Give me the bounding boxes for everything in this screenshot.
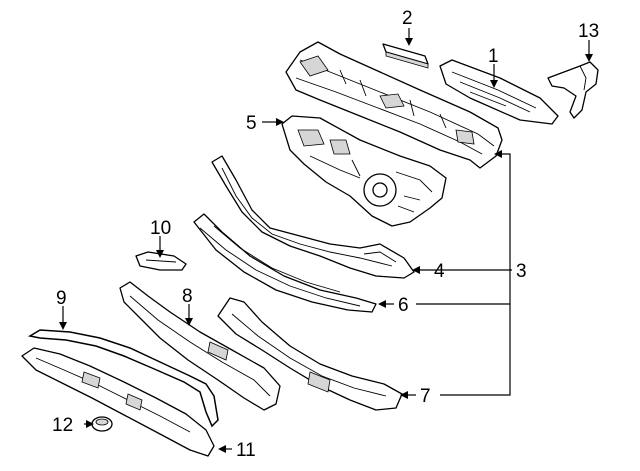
leader-arrowheads (59, 38, 593, 453)
callout-4: 4 (434, 261, 445, 282)
callout-5: 5 (246, 113, 257, 134)
part-4-side-trim (211, 155, 415, 279)
callout-9: 9 (56, 288, 67, 309)
part-9-seal-wire (27, 329, 219, 428)
callout-13: 13 (578, 21, 599, 42)
part-6-cowl-seal (193, 213, 377, 313)
part-5-dash-insulator (281, 115, 447, 227)
part-8-lower-panel (119, 281, 281, 411)
part-13-bracket (547, 61, 599, 119)
part-3-cowl-assembly (285, 41, 503, 169)
part-1-cowl-panel (439, 59, 559, 125)
part-2-insulator (382, 43, 429, 69)
part-11-dash-trim (21, 347, 215, 457)
callout-8: 8 (182, 286, 193, 307)
callout-7: 7 (420, 386, 431, 407)
callout-3: 3 (516, 261, 527, 282)
callout-2: 2 (402, 8, 413, 29)
callout-11: 11 (236, 440, 256, 461)
callout-1: 1 (488, 46, 499, 67)
callout-6: 6 (398, 295, 409, 316)
part-12-grommet (91, 416, 113, 432)
callout-12: 12 (52, 415, 73, 436)
part-10-bracket (135, 251, 187, 271)
callout-10: 10 (150, 218, 171, 239)
callouts: 2 1 13 5 10 4 3 6 8 9 7 12 11 (52, 8, 599, 461)
